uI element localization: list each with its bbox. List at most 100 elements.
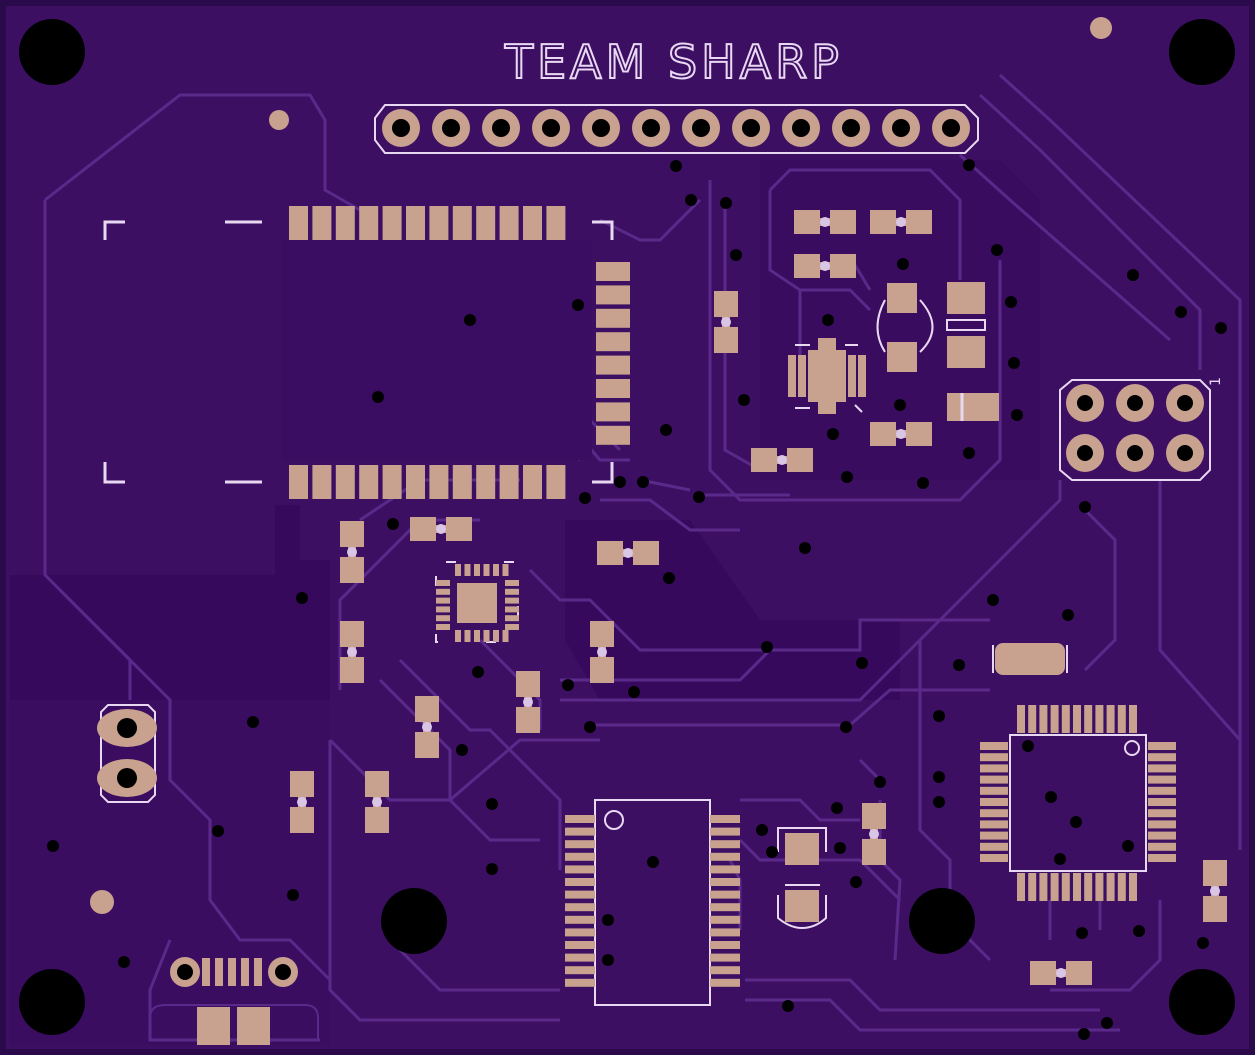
- via-icon: [896, 429, 906, 439]
- via-icon: [820, 217, 830, 227]
- qfp-pin: [1095, 705, 1104, 733]
- mounting-hole-icon: [19, 969, 85, 1035]
- module-pin: [406, 206, 425, 240]
- via-icon: [1056, 968, 1066, 978]
- tssop-pin: [565, 953, 595, 962]
- qfp-pin: [1148, 831, 1176, 840]
- via-icon: [637, 476, 649, 488]
- module-pin: [359, 206, 379, 240]
- via-icon: [777, 455, 787, 465]
- qfn-pin: [505, 580, 519, 586]
- module-pin: [596, 332, 630, 352]
- via-icon: [436, 524, 446, 534]
- via-icon: [897, 258, 909, 270]
- qfp-pin: [1129, 705, 1137, 733]
- qfp-pin: [1050, 705, 1059, 733]
- via-icon: [827, 428, 839, 440]
- qfn-pin: [502, 564, 509, 576]
- qfp-pin: [1148, 775, 1176, 784]
- module-pin: [596, 355, 630, 375]
- module-pin: [596, 379, 630, 398]
- via-icon: [693, 491, 705, 503]
- passive-pad: [862, 803, 886, 829]
- via-icon: [347, 647, 357, 657]
- tssop-pin: [710, 941, 740, 949]
- via-icon: [1079, 501, 1091, 513]
- qfn-pin: [483, 564, 490, 576]
- via-icon: [1076, 927, 1088, 939]
- qfn-pads: [436, 564, 519, 642]
- via-icon: [118, 956, 130, 968]
- tssop-pin: [710, 878, 740, 886]
- qfp-pin: [1148, 854, 1176, 862]
- via-icon: [572, 299, 584, 311]
- passive-pad: [340, 557, 364, 583]
- passive-pad: [340, 657, 364, 683]
- via-icon: [738, 394, 750, 406]
- drill-hole: [1127, 395, 1143, 411]
- via-icon: [721, 317, 731, 327]
- qfp-pin: [1148, 842, 1176, 851]
- module-pin: [382, 465, 402, 499]
- passive-pad: [830, 210, 856, 234]
- via-icon: [1022, 740, 1034, 752]
- via-icon: [856, 657, 868, 669]
- module-pin: [452, 206, 472, 240]
- qfp-pin: [1028, 873, 1037, 901]
- module-pin: [476, 206, 496, 240]
- fiducial-icon: [269, 110, 289, 130]
- via-icon: [799, 542, 811, 554]
- via-icon: [602, 914, 614, 926]
- passive-pad: [1203, 896, 1227, 922]
- mounting-hole-icon: [1169, 969, 1235, 1035]
- module-pin: [596, 425, 630, 445]
- via-icon: [896, 217, 906, 227]
- tssop-pads: [565, 815, 740, 987]
- via-icon: [685, 194, 697, 206]
- via-icon: [628, 686, 640, 698]
- fiducial-icon: [1090, 17, 1112, 39]
- drill-hole: [492, 119, 510, 137]
- via-icon: [953, 659, 965, 671]
- passive-pad: [290, 807, 314, 833]
- tssop-pin: [710, 840, 740, 849]
- via-icon: [730, 249, 742, 261]
- qfp-pin: [980, 820, 1008, 829]
- tssop-pin: [710, 852, 740, 861]
- drill-hole: [642, 119, 660, 137]
- fiducial-icon: [90, 890, 114, 914]
- qfp-pin: [1061, 873, 1070, 901]
- via-icon: [1011, 409, 1023, 421]
- via-icon: [456, 744, 468, 756]
- isp-pads: [1066, 384, 1204, 472]
- regulator: [777, 827, 827, 930]
- module-pin: [382, 206, 402, 240]
- via-icon: [347, 547, 357, 557]
- module-outline: [103, 220, 614, 484]
- via-icon: [486, 863, 498, 875]
- via-icon: [1005, 296, 1017, 308]
- via-icon: [1122, 840, 1134, 852]
- tssop-pin: [565, 840, 595, 849]
- passive-pad: [794, 210, 820, 234]
- mounting-hole-icon: [1169, 19, 1235, 85]
- qfp-pin: [1073, 705, 1081, 733]
- via-icon: [297, 797, 307, 807]
- passive-pad: [516, 671, 540, 697]
- via-icon: [894, 399, 906, 411]
- qfn-pin: [436, 606, 450, 613]
- qfp-pin: [980, 786, 1008, 795]
- module-pin: [289, 206, 308, 240]
- drill-hole: [542, 119, 560, 137]
- module-pin: [289, 465, 308, 499]
- via-icon: [1197, 937, 1209, 949]
- module-pin: [499, 465, 519, 499]
- qfp-pin: [980, 831, 1008, 840]
- qfn-pin: [493, 564, 499, 576]
- passive-pad: [794, 254, 820, 278]
- tssop-pin: [565, 978, 595, 987]
- via-icon: [874, 776, 886, 788]
- via-icon: [579, 492, 591, 504]
- via-icon: [933, 710, 945, 722]
